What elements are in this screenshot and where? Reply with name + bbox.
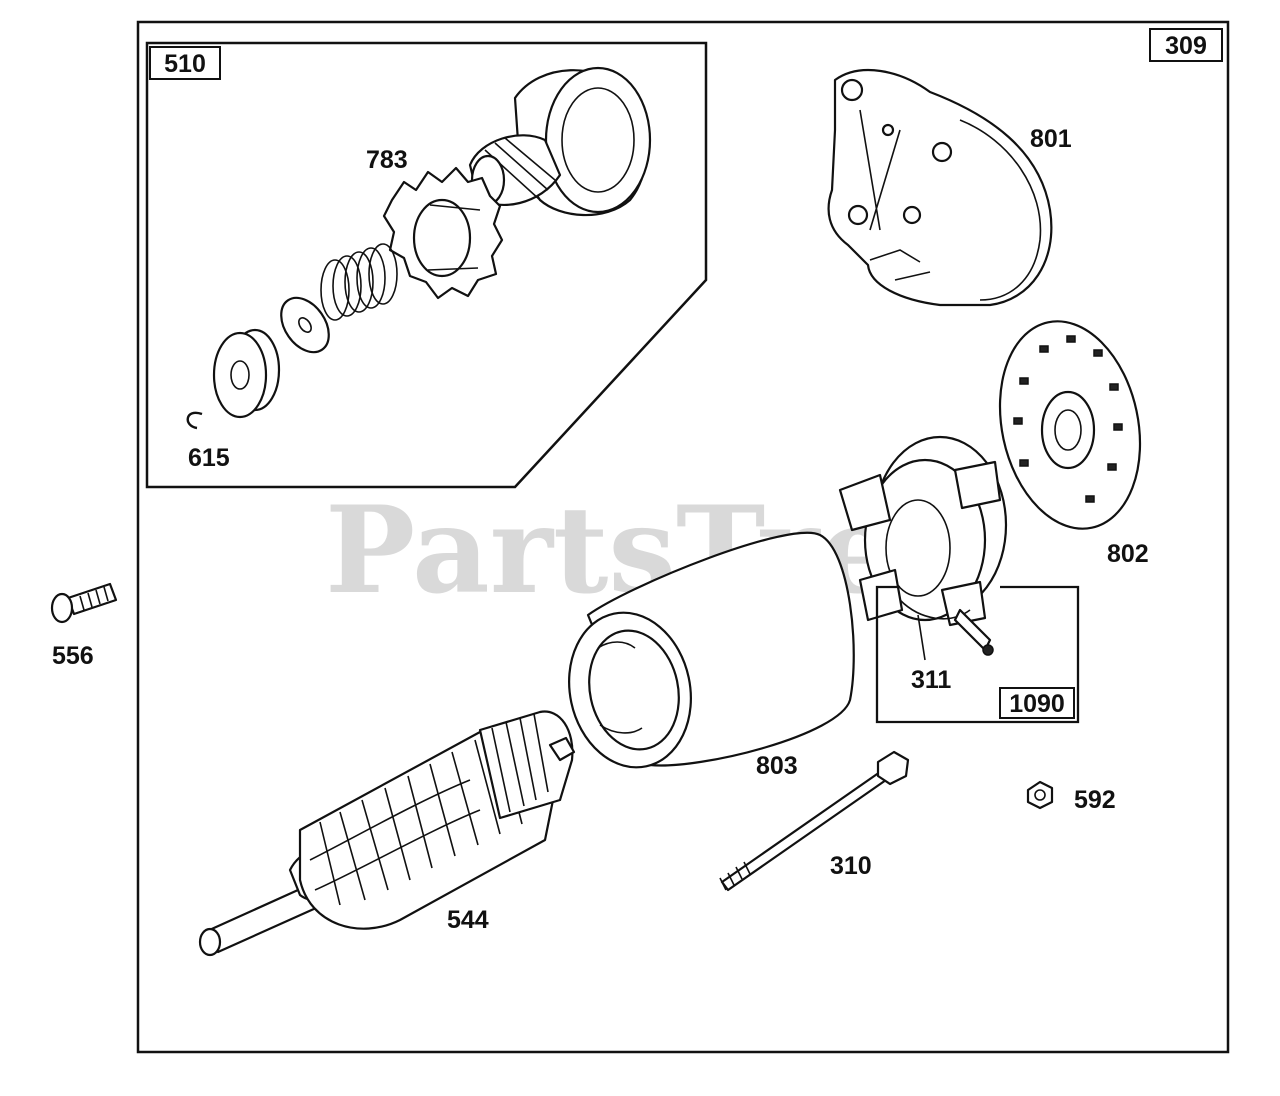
label-615: 615 [188,444,230,472]
label-544: 544 [447,906,489,934]
label-556: 556 [52,642,94,670]
pinion-gear-part [382,166,504,300]
housing-shell-part [568,531,855,769]
retaining-ring-part [186,411,203,430]
through-bolt-part [719,750,910,892]
brush-holder-part [838,435,1008,656]
gear-kit-number: 510 [164,50,206,78]
label-802: 802 [1107,540,1149,568]
drive-housing-part [468,66,652,217]
brush-kit-number: 1090 [1009,690,1065,718]
label-311: 311 [911,666,951,694]
label-592: 592 [1074,786,1116,814]
label-801: 801 [1030,125,1072,153]
label-310: 310 [830,852,872,880]
outer-frame [136,20,1230,1054]
leader-311 [917,614,926,661]
outer-box-tag [1149,28,1223,62]
gear-kit-frame [145,41,708,489]
end-cap-part [827,69,1053,307]
stop-collar-part [212,328,281,419]
gear-kit-tag [149,46,221,80]
armature-part [198,710,576,957]
washer-part [280,296,330,354]
bolt-556-part [50,582,118,624]
brush-kit-tag [999,687,1075,719]
label-803: 803 [756,752,798,780]
plate-part [998,320,1142,530]
brush-kit-frame [875,585,1080,724]
spring-part [320,243,398,321]
nut-part [1026,780,1054,810]
label-783: 783 [366,146,408,174]
outer-box-number: 309 [1165,32,1207,60]
